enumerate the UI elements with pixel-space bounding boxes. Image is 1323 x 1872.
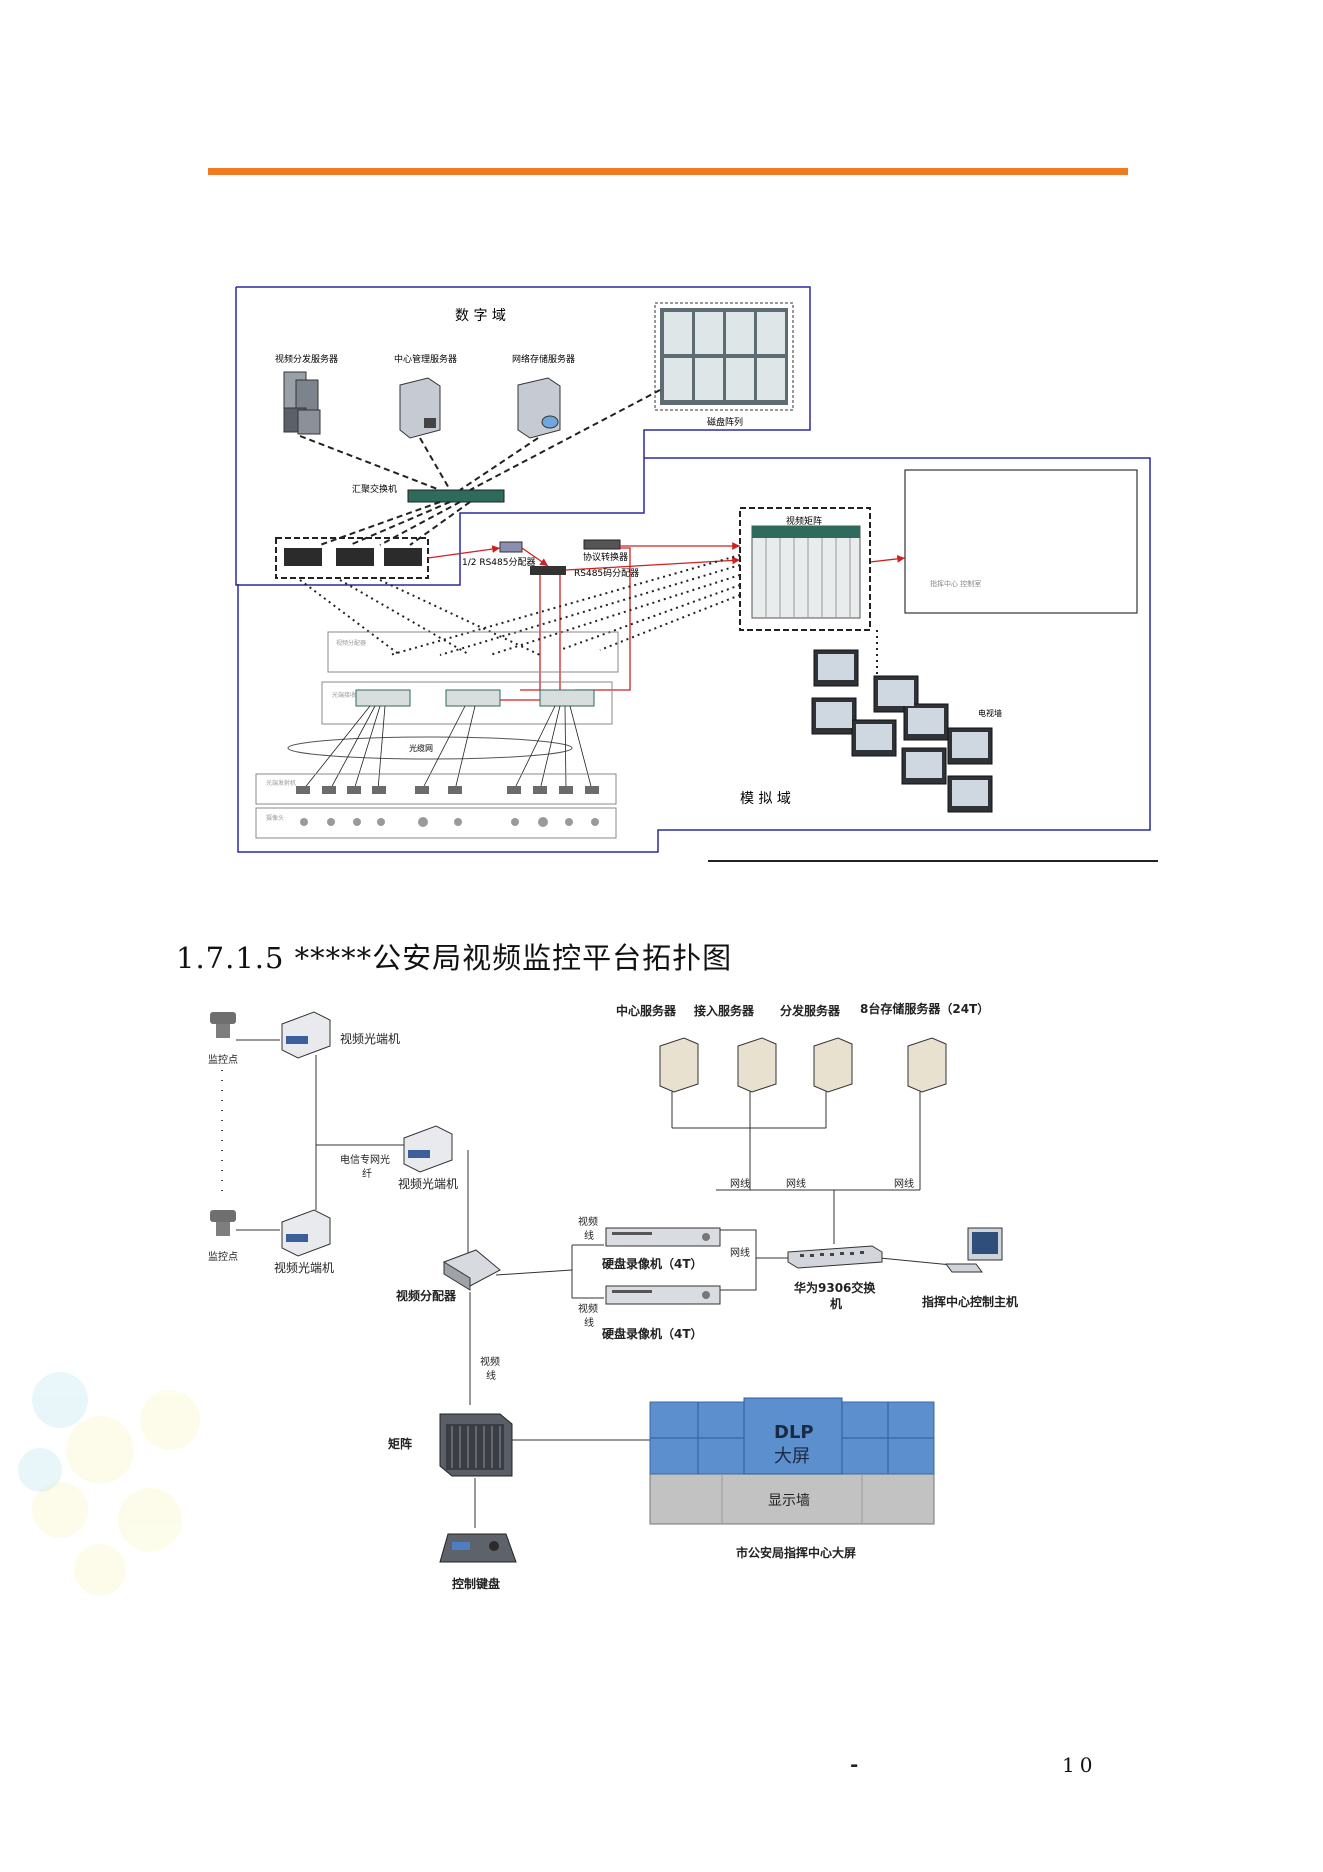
camera-row-label: 摄像头 — [266, 814, 284, 822]
optical-terminal-icon-mid — [403, 1125, 453, 1173]
server-tower-icon — [399, 377, 441, 439]
optical-transmitter-row — [255, 773, 617, 805]
video-line-c2: 线 — [486, 1369, 496, 1382]
monitor-point-label-2: 监控点 — [208, 1250, 238, 1263]
video-distributor-label: 视频分配器 — [396, 1288, 457, 1303]
video-matrix-frame — [739, 507, 871, 631]
camera-row — [255, 807, 617, 839]
analog-domain-label: 模 拟 域 — [740, 791, 791, 807]
optical-terminal-icon-bottom — [281, 1209, 331, 1257]
network-line-label-4: 网线 — [730, 1246, 750, 1259]
rs485-half-label: 1/2 RS485分配器 — [462, 557, 536, 568]
dist-server-label: 分发服务器 — [780, 1003, 841, 1018]
digital-domain-label: 数 字 域 — [455, 308, 506, 324]
aggregation-switch-label: 汇聚交换机 — [352, 483, 397, 495]
video-line-a2: 线 — [584, 1229, 594, 1242]
optical-network-ellipse — [287, 736, 573, 760]
video-dist-server-label: 视频分发服务器 — [275, 353, 338, 365]
storage-server-icon — [517, 377, 561, 439]
video-line-b1: 视频 — [578, 1302, 598, 1315]
optical-transmitter-label: 光端发射机 — [266, 779, 296, 787]
section-heading: 1.7.1.5 *****公安局视频监控平台拓扑图 — [176, 941, 733, 975]
rs485-dist-icon — [530, 566, 566, 575]
rs485-half-icon — [499, 541, 523, 553]
command-center-label: 指挥中心 控制室 — [930, 579, 981, 588]
storage-server-icon — [907, 1037, 947, 1093]
storage-server-label: 8台存储服务器（24T） — [860, 1001, 989, 1016]
optical-terminal-label-bottom: 视频光端机 — [274, 1260, 334, 1275]
tv-wall-label: 电视墙 — [978, 708, 1002, 718]
server-cluster-icon — [283, 371, 321, 435]
video-line-c1: 视频 — [480, 1355, 500, 1368]
command-center-box — [904, 469, 1138, 614]
network-line-label-2: 网线 — [786, 1177, 806, 1190]
control-keyboard-icon — [439, 1533, 517, 1563]
dist-server-icon — [813, 1037, 853, 1093]
matrix-label: 矩阵 — [387, 1436, 412, 1451]
access-server-icon — [737, 1037, 777, 1093]
telecom-fiber-label-2: 纤 — [362, 1167, 372, 1180]
aggregation-switch-icon — [407, 489, 505, 503]
access-server-label: 接入服务器 — [694, 1003, 755, 1018]
dvr-icon-2 — [605, 1285, 721, 1305]
dvr-icon-1 — [605, 1227, 721, 1247]
transmitter-icons — [296, 786, 599, 794]
command-host-icon — [945, 1227, 1003, 1273]
protocol-converter-icon — [583, 539, 621, 550]
network-storage-server-label: 网络存储服务器 — [512, 353, 575, 365]
analog-domain-frame — [237, 457, 1151, 853]
huawei-switch-label-1: 华为9306交换 — [794, 1280, 876, 1295]
underline-rule — [708, 860, 1158, 862]
optical-terminal-label-top: 视频光端机 — [340, 1031, 400, 1046]
camera-icon-top — [210, 1012, 236, 1038]
video-distributor-rack — [327, 631, 619, 673]
display-wall-label: 显示墙 — [768, 1493, 810, 1509]
network-line-label-1: 网线 — [730, 1177, 750, 1190]
header-rule — [208, 168, 1128, 175]
optical-receiver-label: 光端接收机 — [332, 691, 362, 699]
protocol-converter-label: 协议转换器 — [583, 551, 628, 563]
telecom-fiber-label-1: 电信专网光 — [340, 1153, 390, 1166]
central-server-icon — [659, 1037, 699, 1093]
network-line-label-3: 网线 — [894, 1177, 914, 1190]
rs485-dist-label: RS485码分配器 — [574, 568, 639, 579]
topology-diagram-1: 数 字 域 视频分发服务器 中心管理服务器 网络存储服务器 磁盘阵列 汇聚交换机 — [235, 286, 1151, 853]
city-screen-caption: 市公安局指挥中心大屏 — [736, 1545, 856, 1560]
video-line-a1: 视频 — [578, 1215, 598, 1228]
digital-domain-frame — [235, 286, 811, 586]
dlp-label: DLP — [774, 1422, 814, 1443]
camera-icon-bottom — [210, 1210, 236, 1236]
central-mgmt-server-label: 中心管理服务器 — [394, 353, 457, 365]
dlp-big-screen — [649, 1397, 935, 1525]
big-screen-label: 大屏 — [774, 1446, 810, 1467]
control-keyboard-label: 控制键盘 — [452, 1576, 500, 1591]
topology-diagram-2: 监控点 监控点 视频光端机 视频光端机 视频光端机 电信专网光 纤 视频分配器 … — [208, 1001, 1018, 1591]
video-matrix-label: 视频矩阵 — [786, 515, 822, 527]
monitor-point-label-1: 监控点 — [208, 1053, 238, 1066]
command-host-label: 指挥中心控制主机 — [922, 1294, 1018, 1309]
video-matrix-icon — [751, 525, 861, 619]
huawei-switch-icon — [787, 1245, 883, 1269]
optical-terminal-icon-top — [281, 1011, 331, 1059]
optical-receiver-rack — [321, 681, 613, 725]
optical-network-label: 光缆网 — [409, 743, 433, 753]
matrix-icon — [439, 1413, 513, 1477]
video-distributor-label: 视频分配器 — [336, 639, 366, 647]
video-distributor-icon — [443, 1249, 501, 1291]
dvr-label-2: 硬盘录像机（4T） — [602, 1326, 703, 1341]
central-server-label: 中心服务器 — [616, 1003, 677, 1018]
camera-icons — [300, 817, 599, 827]
video-line-b2: 线 — [584, 1316, 594, 1329]
optical-terminal-label-mid: 视频光端机 — [398, 1176, 458, 1191]
huawei-switch-label-2: 机 — [830, 1296, 842, 1311]
disk-array-label: 磁盘阵列 — [707, 416, 743, 428]
dvr-label-1: 硬盘录像机（4T） — [602, 1256, 703, 1271]
footer-dash: - — [850, 1752, 859, 1776]
disk-array-icon — [654, 302, 794, 411]
page-number: 10 — [1062, 1753, 1098, 1777]
